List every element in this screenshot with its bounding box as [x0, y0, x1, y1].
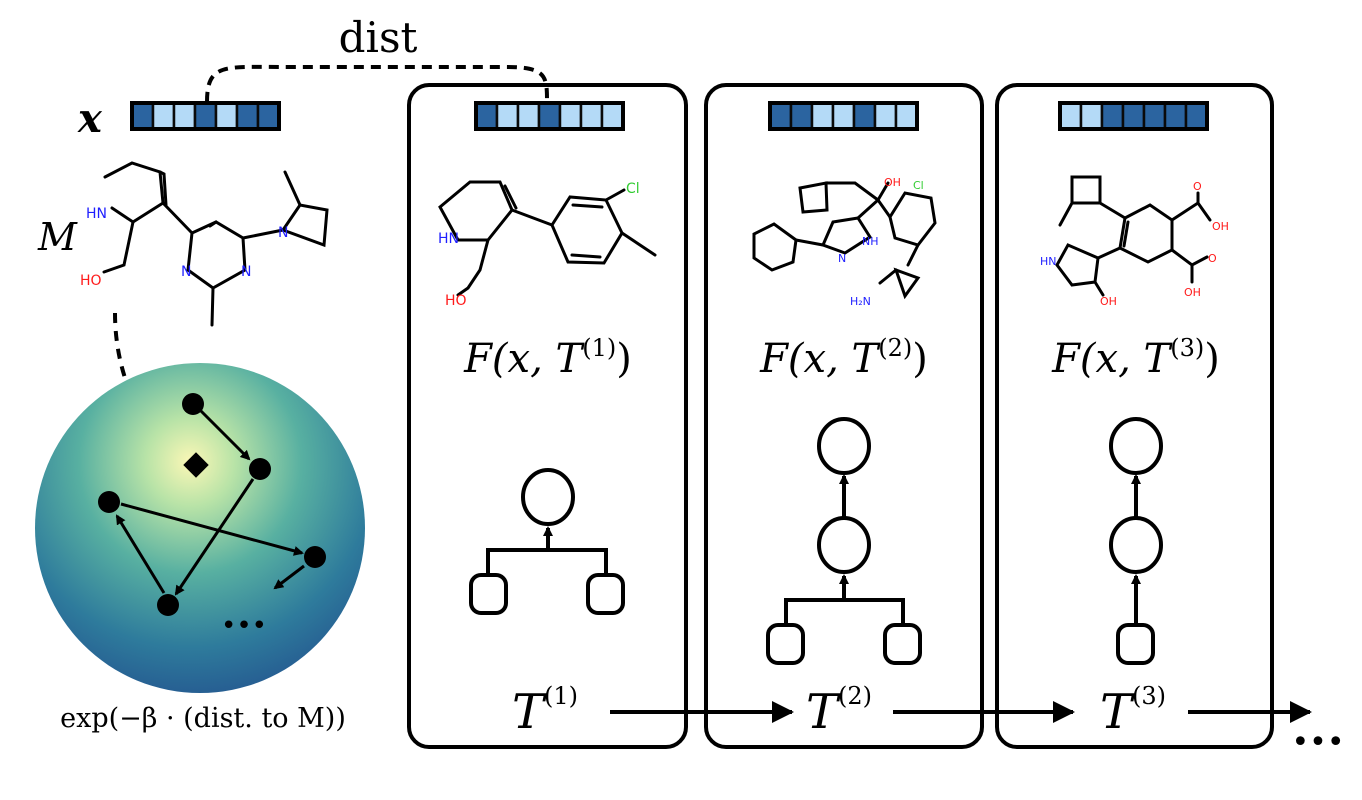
vector-cell: [151, 101, 176, 131]
atom-cl-2: Cl: [913, 179, 924, 192]
dist-label: dist: [339, 13, 418, 62]
atom-hn-m: HN: [86, 206, 107, 222]
tree-inner-node: [817, 516, 871, 574]
vector-cell: [558, 101, 583, 131]
vector-cell: [810, 101, 835, 131]
panel-2-f-label: F(x, T(2)): [759, 334, 928, 382]
vector-cell: [768, 101, 793, 131]
atom-oh-2: OH: [884, 176, 901, 189]
vector-cell: [831, 101, 856, 131]
tree-leaf-node: [766, 623, 805, 665]
panel-3-f-label: F(x, T(3)): [1051, 334, 1220, 382]
atom-oh-3c: OH: [1184, 286, 1201, 299]
vector-cell: [894, 101, 919, 131]
vector-cell: [214, 101, 239, 131]
panel-2-vector: [768, 101, 919, 131]
x-vector: [130, 101, 281, 131]
atom-oh-3a: OH: [1100, 295, 1117, 308]
vector-cell: [873, 101, 898, 131]
panel-1-vector: [474, 101, 625, 131]
m-label: M: [37, 215, 78, 259]
panel-3-tree: [1109, 417, 1163, 665]
atom-nh-2: NH: [862, 235, 879, 248]
atom-ho-m: HO: [80, 273, 102, 289]
vector-cell: [193, 101, 218, 131]
tree-root-node: [521, 468, 575, 526]
panel-2-t-label: T(2): [806, 682, 872, 740]
vector-border: [130, 101, 281, 131]
query-marker: [183, 452, 209, 478]
vector-cell: [474, 101, 499, 131]
x-label: x: [77, 95, 103, 142]
trailing-ellipsis: •••: [1291, 725, 1344, 760]
vector-border: [1058, 101, 1209, 131]
tree-leaf-node: [586, 573, 625, 615]
panel-1-molecule: [438, 180, 657, 297]
vector-cell: [579, 101, 604, 131]
chemical-space-sphere: [35, 363, 365, 693]
vector-cell: [1163, 101, 1188, 131]
vector-cell: [172, 101, 197, 131]
tree-leaf-node: [1116, 623, 1155, 665]
atom-hn-1: HN: [438, 231, 459, 247]
tree-root-node: [817, 417, 871, 475]
atom-cl-1: Cl: [626, 181, 640, 197]
atom-n-2: N: [838, 252, 846, 265]
vector-cell: [1079, 101, 1104, 131]
panel-1-tree: [469, 468, 625, 615]
vector-border: [768, 101, 919, 131]
vector-cell: [789, 101, 814, 131]
panel-2-tree: [766, 417, 922, 665]
vector-cell: [537, 101, 562, 131]
vector-cell: [516, 101, 541, 131]
panel-3-vector: [1058, 101, 1209, 131]
distance-formula: exp(−β · (dist. to M)): [60, 703, 346, 734]
sphere-ellipsis: •••: [221, 611, 267, 641]
panel-1-t-label: T(1): [512, 682, 578, 740]
panel-3-t-label: T(3): [1100, 682, 1166, 740]
sphere-arrows: [115, 409, 305, 596]
vector-cell: [1184, 101, 1209, 131]
atom-n-m3: N: [278, 225, 288, 241]
atom-nh2-2: H₂N: [850, 295, 871, 308]
vector-cell: [852, 101, 877, 131]
tree-root-node: [1109, 417, 1163, 475]
vector-cell: [1058, 101, 1083, 131]
vector-cell: [600, 101, 625, 131]
atom-o-3b: O: [1208, 252, 1217, 265]
panel-1-f-label: F(x, T(1)): [463, 334, 632, 382]
tree-leaf-node: [469, 573, 508, 615]
tree-leaf-node: [883, 623, 922, 665]
atom-o-3a: O: [1193, 180, 1202, 193]
vector-cell: [235, 101, 260, 131]
molecule-m: [102, 161, 329, 327]
panel-1: [407, 83, 688, 749]
atom-oh-3b: OH: [1212, 220, 1229, 233]
panel-2-molecule: [752, 181, 937, 300]
vector-cell: [1121, 101, 1146, 131]
panel-2: [704, 83, 984, 749]
sphere-points: [98, 393, 326, 616]
panel-3: [995, 83, 1274, 749]
atom-n-m2: N: [241, 264, 251, 280]
vector-cell: [495, 101, 520, 131]
atom-ho-1: HO: [445, 293, 467, 309]
vector-cell: [1100, 101, 1125, 131]
dist-link: [205, 64, 549, 103]
vector-cell: [130, 101, 155, 131]
vector-cell: [256, 101, 281, 131]
tree-inner-node: [1109, 516, 1163, 574]
atom-n-m1: N: [181, 264, 191, 280]
vector-cell: [1142, 101, 1167, 131]
atom-hn-3: HN: [1040, 255, 1057, 268]
vector-border: [474, 101, 625, 131]
panel-3-molecule: [1055, 175, 1212, 297]
